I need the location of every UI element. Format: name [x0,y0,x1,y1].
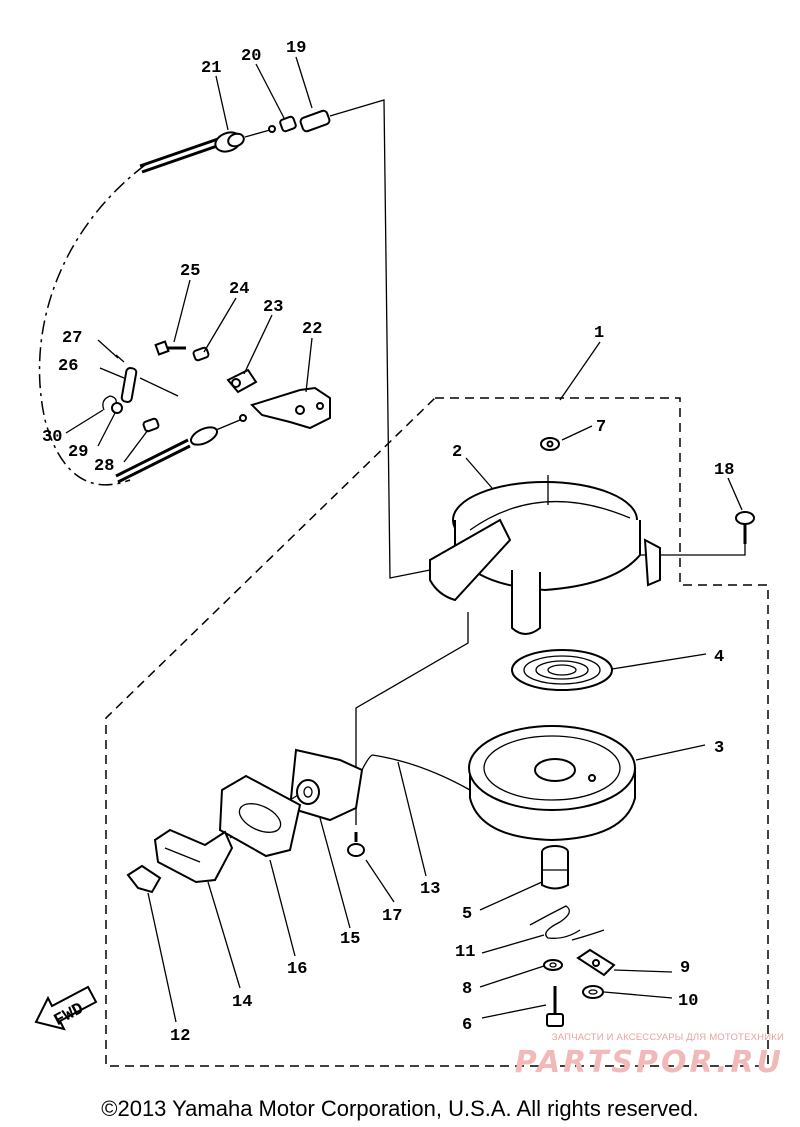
part-label-15: 15 [340,930,360,949]
part-label-4: 4 [714,648,724,667]
starter-rope [361,754,373,771]
part-label-3: 3 [714,739,724,758]
assembly-boundary [38,99,769,1067]
part-number-labels: 1 2 3 4 5 6 7 8 9 10 11 12 13 14 15 16 1… [42,39,734,1046]
fwd-direction-arrow: FWD [34,985,98,1031]
part-label-11: 11 [455,943,475,962]
rope-guide-15 [288,748,364,822]
part-label-16: 16 [287,960,307,979]
washer-8 [543,959,563,971]
bushing-5 [541,845,569,890]
part-label-6: 6 [462,1016,472,1035]
part-label-12: 12 [170,1027,190,1046]
part-label-23: 23 [263,298,283,317]
leader-lines [65,56,743,1023]
part-label-17: 17 [382,907,402,926]
bolt-18 [735,511,755,544]
part-label-28: 28 [94,457,114,476]
throttle-cable-upper [139,109,331,174]
part-label-26: 26 [58,357,78,376]
spiral-spring-4 [511,649,613,691]
handle-grip-16 [218,774,302,858]
part-label-7: 7 [596,418,606,437]
seal-12 [126,864,162,894]
part-label-2: 2 [452,443,462,462]
part-label-19: 19 [286,39,306,58]
spring-11 [529,905,605,941]
starter-housing [429,475,661,635]
part-label-14: 14 [232,993,252,1012]
bolt-17 [347,832,365,857]
watermark: ЗАПЧАСТИ И АКСЕССУАРЫ ДЛЯ МОТОТЕХНИКИ PA… [484,1032,784,1080]
part-label-8: 8 [462,980,472,999]
part-label-29: 29 [68,443,88,462]
part-label-22: 22 [302,320,322,339]
pawl-9 [576,948,616,977]
watermark-logo: PARTSPOR.RU [514,1045,784,1080]
part-label-5: 5 [462,905,472,924]
part-label-21: 21 [201,59,221,78]
part-label-9: 9 [680,959,690,978]
part-label-25: 25 [180,262,200,281]
start-lever-assembly [102,340,331,484]
sheave-drum-3 [371,725,636,842]
part-label-10: 10 [678,992,698,1011]
washer-10 [582,985,604,999]
part-label-18: 18 [714,461,734,480]
nut-7 [540,437,560,451]
bolt-6 [546,986,564,1027]
part-label-20: 20 [241,47,261,66]
part-label-24: 24 [229,280,249,299]
copyright-notice: ©2013 Yamaha Motor Corporation, U.S.A. A… [101,1096,699,1121]
part-label-30: 30 [42,428,62,447]
part-label-13: 13 [420,880,440,899]
part-label-1: 1 [594,324,604,343]
handle-14 [153,828,234,884]
part-label-27: 27 [62,329,82,348]
watermark-subtitle: ЗАПЧАСТИ И АКСЕССУАРЫ ДЛЯ МОТОТЕХНИКИ [551,1032,784,1043]
